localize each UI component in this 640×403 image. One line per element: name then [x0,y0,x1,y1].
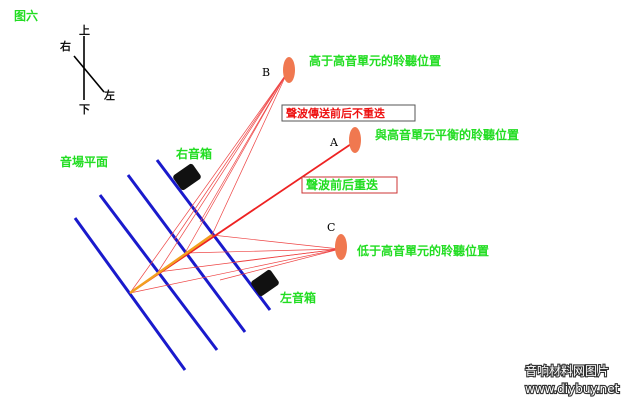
rays-to-b [129,72,288,294]
point-a-caption: 與高音單元平衡的聆聽位置 [375,127,519,142]
ray-line [157,72,288,273]
callout-overlap: 聲波前后重迭 [301,176,398,194]
left-speaker-label: 左音箱 [279,290,316,305]
callout-no-overlap: 聲波傳送前后不重迭 [281,104,416,122]
ear-marker-a [349,127,361,153]
point-c-letter: C [327,221,335,234]
watermark-line1: 音响材料网图片 [525,363,609,378]
callout-overlap-text: 聲波前后重迭 [306,177,378,192]
ray-line [173,72,288,241]
ray-line [234,248,341,263]
right-speaker-box [173,163,201,191]
ear-marker-c [335,234,347,260]
compass-up-label: 上 [79,23,90,37]
ray-line [129,248,341,294]
watermark: 音响材料网图片 www.diybuy.net [524,362,621,397]
ray-line [219,248,341,281]
point-c-caption: 低于高音單元的聆聽位置 [356,243,489,258]
figure-label: 图六 [14,8,38,23]
compass-right-label: 右 [59,39,71,53]
point-b-letter: B [262,66,270,79]
left-speaker-box [251,269,279,297]
compass: 上 下 右 左 [59,23,115,116]
compass-down-label: 下 [79,103,90,116]
ray-line [211,72,288,236]
ear-marker-b [283,57,295,83]
ray-line [211,234,341,250]
ray-line [129,72,288,294]
watermark-line2: www.diybuy.net [525,382,620,396]
point-b-caption: 高于高音單元的聆聽位置 [309,53,441,68]
stage-plane-label: 音場平面 [60,154,108,169]
stage-plane-line [73,217,187,371]
callout-no-overlap-text: 聲波傳送前后不重迭 [286,106,385,120]
focus-segment [129,234,213,294]
point-a-letter: A [329,136,339,149]
right-speaker-label: 右音箱 [175,146,212,161]
compass-diagonal-axis [73,55,105,93]
ray-line [184,72,288,254]
callout-no-overlap-box [281,104,416,122]
callout-overlap-box [301,176,398,194]
ray-line [184,248,341,254]
left-speaker [251,269,279,297]
compass-left-label: 左 [103,88,115,102]
rays-to-c [129,234,341,294]
right-speaker [173,163,201,191]
ray-line [199,72,288,223]
